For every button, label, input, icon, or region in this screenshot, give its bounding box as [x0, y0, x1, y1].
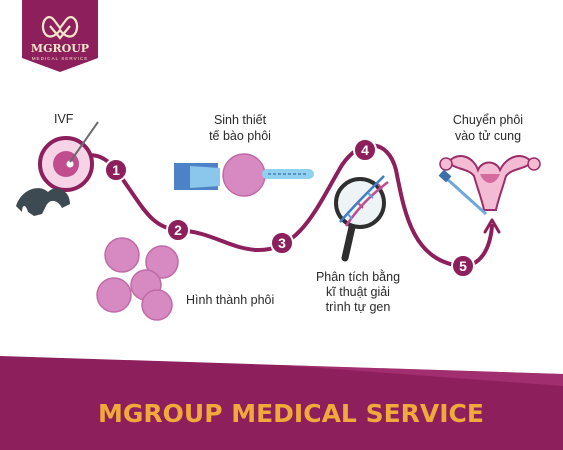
- arrow-head-icon: [483, 218, 501, 234]
- logo: MGROUP MEDICAL SERVICE: [22, 0, 98, 72]
- embryo-cluster: [96, 237, 179, 321]
- step-marker-3: 3: [270, 231, 294, 255]
- banner-shape: [0, 356, 563, 450]
- step-number-2: 2: [174, 222, 182, 238]
- step-3-label-line-2: tế bào phôi: [209, 129, 271, 143]
- step-5-label-line-2: vào tử cung: [455, 129, 521, 143]
- step-4-label-line-3: trình tự gen: [326, 300, 391, 314]
- step-1-label: IVF: [54, 112, 74, 126]
- dna-analysis-illustration: [334, 175, 389, 262]
- embryo-icon: [104, 237, 140, 273]
- dna-helix-icon: [339, 175, 389, 227]
- embryo-icon: [96, 277, 132, 313]
- biopsy-illustration: [174, 153, 314, 197]
- uterus-illustration: [438, 155, 541, 216]
- step-5-label-line-1: Chuyển phôi: [453, 113, 523, 127]
- step-marker-4: 4: [353, 138, 377, 162]
- needle-icon: [69, 121, 99, 163]
- step-number-4: 4: [361, 142, 369, 158]
- logo-ribbon: [22, 0, 98, 72]
- step-marker-1: 1: [104, 158, 128, 182]
- step-4-label-line-2: kĩ thuật giải: [326, 285, 390, 299]
- embryo-icon: [141, 289, 173, 321]
- ovary-icon: [439, 157, 453, 171]
- step-2-label: Hình thành phôi: [186, 293, 274, 307]
- step-3-label-line-1: Sinh thiết: [214, 113, 267, 127]
- banner-title: MGROUP MEDICAL SERVICE: [98, 399, 484, 428]
- process-path: [64, 143, 494, 269]
- syringe-icon: [438, 169, 452, 183]
- magnifier-handle-icon: [341, 223, 356, 262]
- step-marker-2: 2: [166, 218, 190, 242]
- step-marker-5: 5: [451, 254, 475, 278]
- footer-banner: MGROUP MEDICAL SERVICE: [0, 356, 563, 450]
- step-4-label-line-1: Phân tích bằng: [316, 269, 400, 284]
- ovary-icon: [527, 157, 541, 171]
- step-number-3: 3: [278, 235, 286, 251]
- logo-tagline: MEDICAL SERVICE: [32, 56, 89, 61]
- step-number-5: 5: [459, 258, 467, 274]
- uterus-icon: [446, 155, 534, 211]
- embryo-biopsy-icon: [222, 153, 266, 197]
- logo-name: MGROUP: [31, 42, 89, 55]
- transfer-catheter-icon: [444, 176, 488, 216]
- pipette-holder-icon: [16, 188, 70, 216]
- step-number-1: 1: [112, 162, 120, 178]
- logo-mark-icon: [41, 16, 79, 40]
- step-ivf-illustration: [16, 121, 99, 216]
- embryo-icon: [145, 245, 179, 279]
